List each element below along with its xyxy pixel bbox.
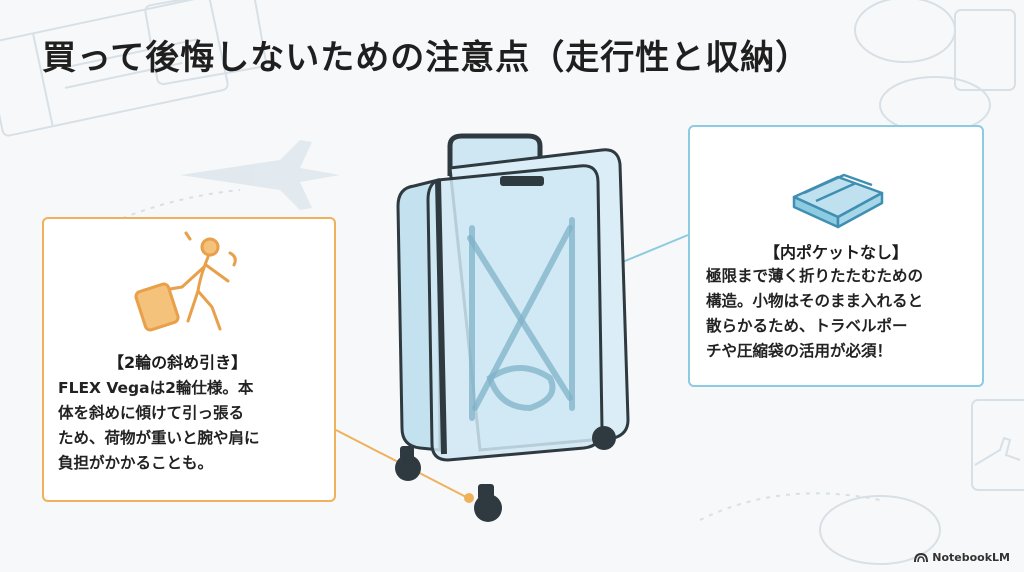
page-title: 買って後悔しないための注意点（走行性と収納） [42,38,811,78]
card-body-line: ため、荷物が重いと腕や肩に [58,429,260,447]
boarding-pass-decoration [144,0,267,86]
wheel [474,494,502,522]
no-inner-pocket-card: 【内ポケットなし】 極限まで薄く折りたたむための 構造。小物はそのまま入れると … [688,125,984,387]
wheels [395,426,616,522]
carry-handle [500,176,544,186]
card-heading: 【内ポケットなし】 [763,243,908,262]
internal-frame [467,217,575,421]
card-body-line: 体を斜めに傾けて引っ張る [58,404,245,422]
notebooklm-watermark: NotebookLM [914,551,1010,564]
two-wheel-warning-card: 【2輪の斜め引き】 FLEX Vegaは2輪仕様。本 体を斜めに傾けて引っ張る … [42,217,336,502]
card-body: FLEX Vegaは2輪仕様。本 体を斜めに傾けて引っ張る ため、荷物が重いと腕… [58,376,326,476]
notebooklm-logo-icon [914,552,929,562]
zipper-seam [435,179,447,455]
card-body: 極限まで薄く折りたたむための 構造。小物はそのまま入れると 散らかるため、トラベ… [706,264,974,364]
card-body-line: 負担がかかることも。 [58,454,214,472]
card-body-line: 極限まで薄く折りたたむための [706,267,924,285]
airplane-icon [180,140,340,210]
card-body-line: チや圧縮袋の活用が必須！ [706,342,893,360]
boarding-pass-decoration [0,0,229,137]
card-body-line: 散らかるため、トラベルポー [706,317,908,335]
person-pulling-suitcase-icon [134,231,237,332]
suitcase-illustration [395,133,630,522]
card-body-line: FLEX Vegaは2輪仕様。本 [58,379,254,397]
card-heading: 【2輪の斜め引き】 [108,353,248,372]
connector-dot-left [464,493,474,503]
wheel [592,426,616,450]
card-body-line: 構造。小物はそのまま入れると [706,292,924,310]
wheel [395,455,421,481]
folded-clothes-icon [792,173,884,229]
airplane-icon [974,436,1021,466]
brand-label: NotebookLM [932,551,1010,564]
